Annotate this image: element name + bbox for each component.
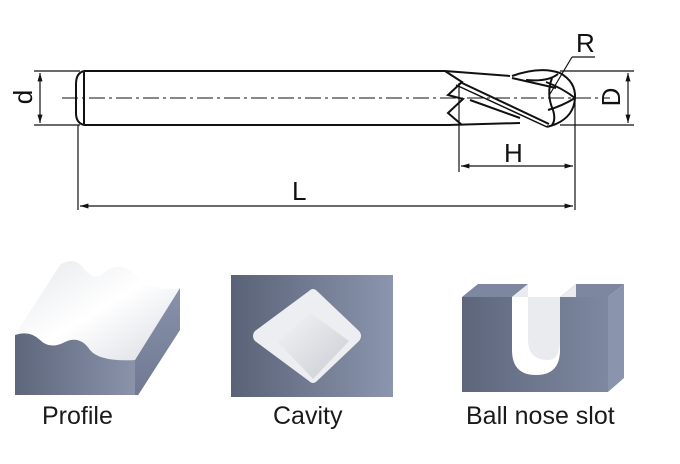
shank-diameter-dimension — [34, 70, 80, 126]
cutter-diameter-dimension — [560, 70, 634, 126]
dim-label-d: d — [8, 89, 38, 105]
profile-illustration — [15, 261, 180, 395]
cavity-illustration — [231, 275, 393, 397]
flute-length-dimension — [458, 83, 576, 210]
caption-profile: Profile — [42, 402, 113, 430]
dim-label-L: L — [292, 176, 307, 206]
end-mill-technical-drawing — [34, 56, 634, 210]
dim-label-R: R — [576, 28, 595, 58]
dim-label-D: D — [596, 87, 626, 107]
overall-length-dimension — [77, 125, 573, 210]
caption-cavity: Cavity — [273, 402, 343, 430]
radius-leader — [549, 56, 595, 95]
caption-ball-nose-slot: Ball nose slot — [466, 402, 615, 430]
dim-label-H: H — [504, 138, 523, 168]
tool-outline — [75, 69, 577, 128]
ball-nose-slot-illustration — [462, 284, 624, 392]
